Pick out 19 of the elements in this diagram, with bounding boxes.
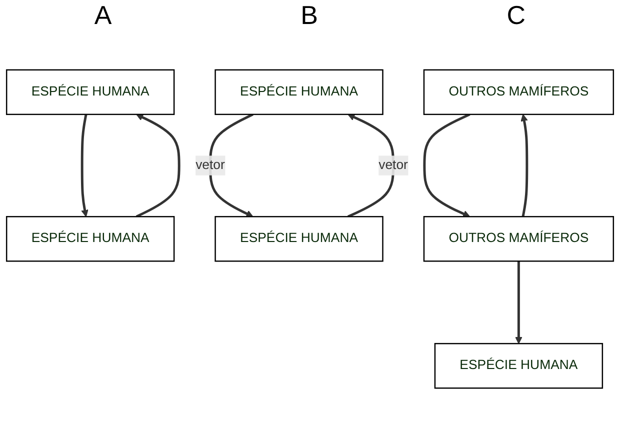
arrow xyxy=(347,114,395,218)
panel-letter: A xyxy=(94,0,112,32)
arrow xyxy=(515,261,522,344)
node-box: ESPÉCIE HUMANA xyxy=(214,69,384,116)
panel-letter: C xyxy=(506,0,526,32)
node-box: ESPÉCIE HUMANA xyxy=(214,216,384,262)
arrow xyxy=(209,113,254,218)
node-box: ESPÉCIE HUMANA xyxy=(434,342,604,389)
arrow xyxy=(423,113,470,218)
panel-letter: B xyxy=(300,0,318,32)
edge-label: vetor xyxy=(196,158,225,172)
arrow xyxy=(80,114,88,217)
arrow xyxy=(136,114,180,218)
node-box: ESPÉCIE HUMANA xyxy=(6,69,175,116)
node-box: ESPÉCIE HUMANA xyxy=(6,216,175,262)
node-box: OUTROS MAMÍFEROS xyxy=(423,216,614,262)
edge-label: vetor xyxy=(378,158,408,172)
node-box: OUTROS MAMÍFEROS xyxy=(423,69,614,116)
arrow xyxy=(520,114,528,217)
